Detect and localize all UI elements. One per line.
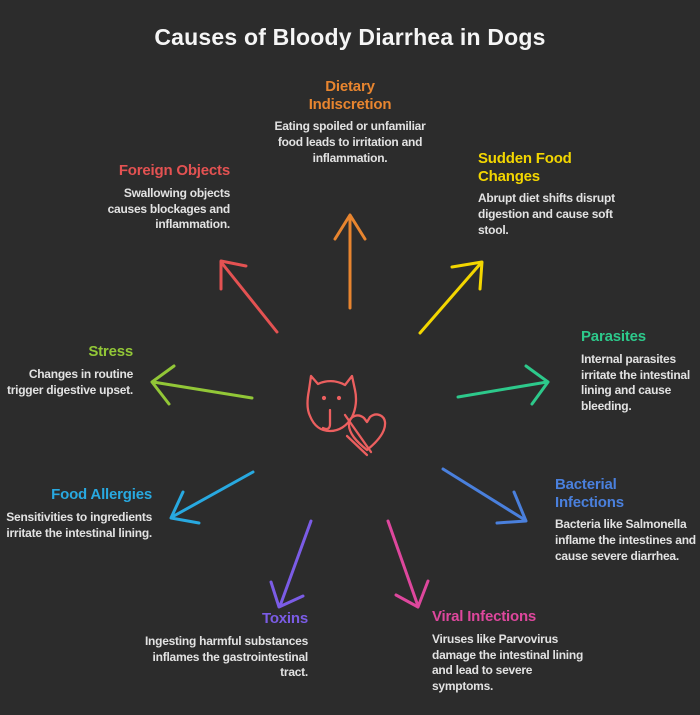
cause-foreign-objects: Foreign Objects Swallowing objects cause…: [95, 162, 231, 233]
arrow-viral-infections-icon: [386, 519, 430, 609]
cat-with-heart-icon: [306, 374, 387, 457]
arrow-stress-icon: [150, 364, 254, 406]
cause-title: Stress: [88, 343, 133, 360]
cause-description: Changes in routine trigger digestive ups…: [6, 366, 133, 397]
cause-stress: Stress Changes in routine trigger digest…: [3, 343, 133, 398]
arrow-sudden-food-changes-icon: [418, 260, 484, 335]
cause-title: Dietary Indiscretion: [308, 78, 392, 113]
cause-dietary-indiscretion: Dietary Indiscretion Eating spoiled or u…: [270, 78, 430, 167]
page-title: Causes of Bloody Diarrhea in Dogs: [154, 24, 546, 50]
cause-title: Food Allergies: [51, 486, 152, 503]
cause-description: Internal parasites irritate the intestin…: [581, 351, 690, 414]
cause-title: Toxins: [261, 610, 308, 627]
cause-description: Eating spoiled or unfamiliar food leads …: [274, 119, 426, 166]
cause-title: Foreign Objects: [118, 162, 230, 179]
arrow-bacterial-infections-icon: [441, 467, 528, 525]
cause-bacterial-infections: Bacterial Infections Bacteria like Salmo…: [555, 476, 697, 565]
cause-description: Abrupt diet shifts disrupt digestion and…: [478, 191, 615, 238]
cause-viral-infections: Viral Infections Viruses like Parvovirus…: [432, 608, 592, 695]
cause-description: Ingesting harmful substances inflames th…: [144, 633, 308, 680]
arrow-toxins-icon: [269, 519, 313, 609]
cause-sudden-food-changes: Sudden Food Changes Abrupt diet shifts d…: [478, 150, 628, 239]
cause-food-allergies: Food Allergies Sensitivities to ingredie…: [2, 486, 152, 541]
cause-description: Sensitivities to ingredients irritate th…: [6, 509, 152, 540]
arrow-dietary-indiscretion-icon: [333, 213, 367, 310]
cause-parasites: Parasites Internal parasites irritate th…: [581, 328, 696, 415]
arrow-parasites-icon: [456, 364, 550, 406]
cause-toxins: Toxins Ingesting harmful substances infl…: [143, 610, 308, 681]
arrow-foreign-objects-icon: [219, 259, 279, 334]
arrow-food-allergies-icon: [169, 470, 255, 525]
cause-description: Viruses like Parvovirus damage the intes…: [432, 631, 584, 694]
cause-description: Bacteria like Salmonella inflame the int…: [555, 517, 696, 564]
cause-title: Parasites: [581, 328, 646, 345]
cause-title: Bacterial Infections: [555, 476, 624, 511]
cause-title: Sudden Food Changes: [478, 150, 572, 185]
cause-description: Swallowing objects causes blockages and …: [107, 185, 231, 232]
cause-title: Viral Infections: [432, 608, 537, 625]
